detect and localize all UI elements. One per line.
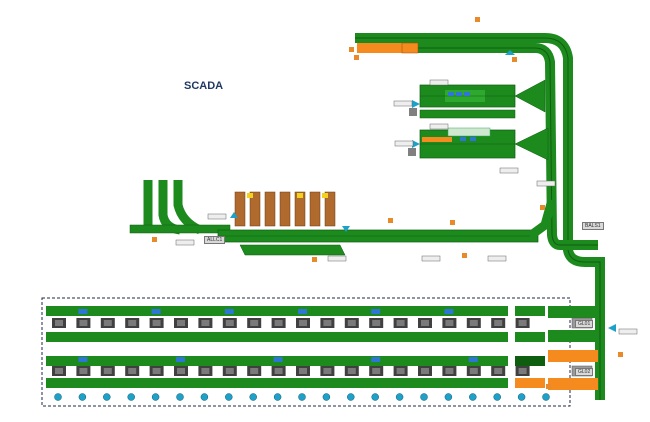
lane-markers bbox=[54, 393, 550, 401]
bin-indicator-upper-17[interactable] bbox=[444, 309, 454, 314]
left-inbound-conveyors[interactable] bbox=[129, 180, 231, 235]
lane-belt-2[interactable] bbox=[46, 332, 508, 342]
lane-marker-19 bbox=[493, 393, 501, 401]
top-arc-conveyor[interactable] bbox=[355, 33, 605, 400]
lane-marker-16 bbox=[420, 393, 428, 401]
tag-bals1[interactable]: BALS1 bbox=[582, 222, 604, 230]
bin-indicator-lower-6[interactable] bbox=[176, 357, 185, 362]
bin-indicator-lower-14[interactable] bbox=[371, 357, 381, 362]
lane-marker-3 bbox=[103, 393, 111, 401]
transfer-blue-indicators bbox=[448, 92, 476, 141]
lane-marker-18 bbox=[469, 393, 477, 401]
lane-marker-8 bbox=[225, 393, 233, 401]
lane-marker-6 bbox=[176, 393, 184, 401]
lane-marker-2 bbox=[78, 393, 87, 401]
lane-marker-11 bbox=[298, 393, 306, 401]
lane-marker-17 bbox=[444, 393, 453, 401]
flow-arrow-icons bbox=[230, 50, 616, 332]
lane-marker-12 bbox=[322, 393, 331, 401]
lane-marker-7 bbox=[200, 393, 209, 401]
main-horizontal-conveyor[interactable] bbox=[217, 198, 557, 256]
bin-indicator-upper-5[interactable] bbox=[151, 309, 161, 314]
brown-spur-stations[interactable] bbox=[234, 191, 336, 227]
lane-belt-4[interactable] bbox=[46, 378, 508, 388]
lane-marker-15 bbox=[395, 393, 404, 401]
lane-marker-13 bbox=[347, 393, 355, 401]
bin-indicator-lower-18[interactable] bbox=[468, 357, 478, 362]
bin-indicator-upper-2[interactable] bbox=[78, 309, 88, 314]
top-orange-segment-b[interactable] bbox=[401, 42, 419, 54]
bin-indicator-lower-2[interactable] bbox=[78, 357, 88, 362]
page-title: SCADA bbox=[184, 80, 224, 92]
lane-stations[interactable] bbox=[46, 306, 530, 388]
lane-belt-1[interactable] bbox=[46, 306, 508, 316]
top-orange-segment[interactable] bbox=[357, 43, 417, 53]
bin-indicator-upper-14[interactable] bbox=[371, 309, 381, 314]
lane-marker-4 bbox=[127, 393, 135, 401]
lane-marker-10 bbox=[273, 393, 282, 401]
bin-indicator-upper-8[interactable] bbox=[224, 309, 234, 314]
status-markers bbox=[152, 17, 623, 389]
bin-indicator-upper-11[interactable] bbox=[298, 309, 307, 314]
label-plates bbox=[175, 79, 638, 335]
lane-marker-1 bbox=[54, 393, 62, 401]
lower-transfer-group[interactable] bbox=[419, 127, 549, 161]
lane-marker-21 bbox=[542, 393, 550, 401]
lane-marker-14 bbox=[371, 393, 379, 401]
tag-gl01[interactable]: GL01 bbox=[575, 320, 594, 328]
lane-marker-5 bbox=[151, 393, 160, 401]
tag-gl02[interactable]: GL02 bbox=[575, 368, 594, 376]
bin-indicator-lower-10[interactable] bbox=[273, 357, 283, 362]
lane-marker-20 bbox=[517, 393, 526, 401]
tag-allc1[interactable]: ALLC1 bbox=[204, 236, 226, 244]
lane-marker-9 bbox=[249, 393, 257, 401]
upper-transfer-group[interactable] bbox=[419, 79, 546, 119]
